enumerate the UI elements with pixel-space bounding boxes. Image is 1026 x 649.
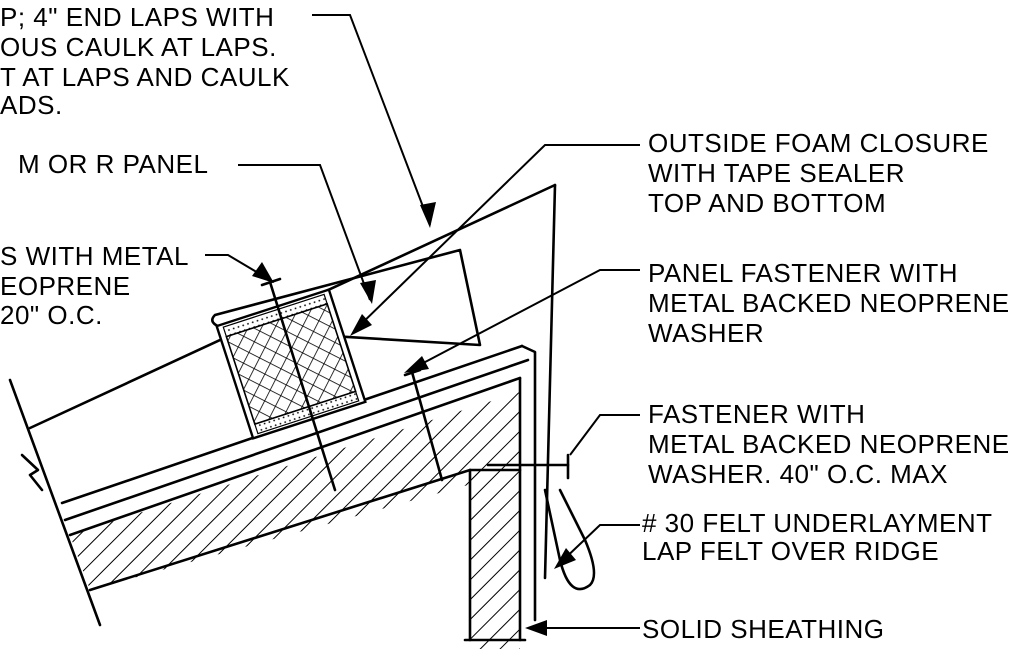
label-laps-line-4: ADS. <box>0 90 63 120</box>
label-fasteners-left-line-3: 20" O.C. <box>0 300 103 330</box>
label-felt-line-1: # 30 FELT UNDERLAYMENT <box>642 508 993 538</box>
label-fastener-line-2: METAL BACKED NEOPRENE <box>648 429 1010 459</box>
label-fasteners-left-line-2: EOPRENE <box>0 271 131 301</box>
label-panel-fastener-line-2: METAL BACKED NEOPRENE <box>648 288 1010 318</box>
label-foam-closure-line-1: OUTSIDE FOAM CLOSURE <box>648 128 989 158</box>
label-foam-closure-line-3: TOP AND BOTTOM <box>648 188 886 218</box>
label-foam-closure-line-2: WITH TAPE SEALER <box>648 158 905 188</box>
label-panel-fastener-line-1: PANEL FASTENER WITH <box>648 258 958 288</box>
label-laps-line-1: P; 4" END LAPS WITH <box>0 2 274 32</box>
label-panel-fastener-line-3: WASHER <box>648 318 764 348</box>
label-fasteners-left-line-1: S WITH METAL <box>0 241 189 271</box>
label-laps-line-3: T AT LAPS AND CAULK <box>0 62 290 92</box>
label-felt-line-2: LAP FELT OVER RIDGE <box>642 536 939 566</box>
label-panel: M OR R PANEL <box>18 149 208 179</box>
label-sheathing: SOLID SHEATHING <box>642 614 885 644</box>
label-laps-line-2: OUS CAULK AT LAPS. <box>0 32 277 62</box>
label-fastener-line-1: FASTENER WITH <box>648 399 865 429</box>
leader-lines <box>205 14 640 636</box>
roof-section <box>8 183 596 649</box>
label-fastener-line-3: WASHER. 40" O.C. MAX <box>648 459 948 489</box>
annotations: P; 4" END LAPS WITH OUS CAULK AT LAPS. T… <box>0 2 1010 644</box>
sheathing-vertical-hatch <box>470 470 520 649</box>
sheathing-slope-hatch <box>70 392 520 590</box>
